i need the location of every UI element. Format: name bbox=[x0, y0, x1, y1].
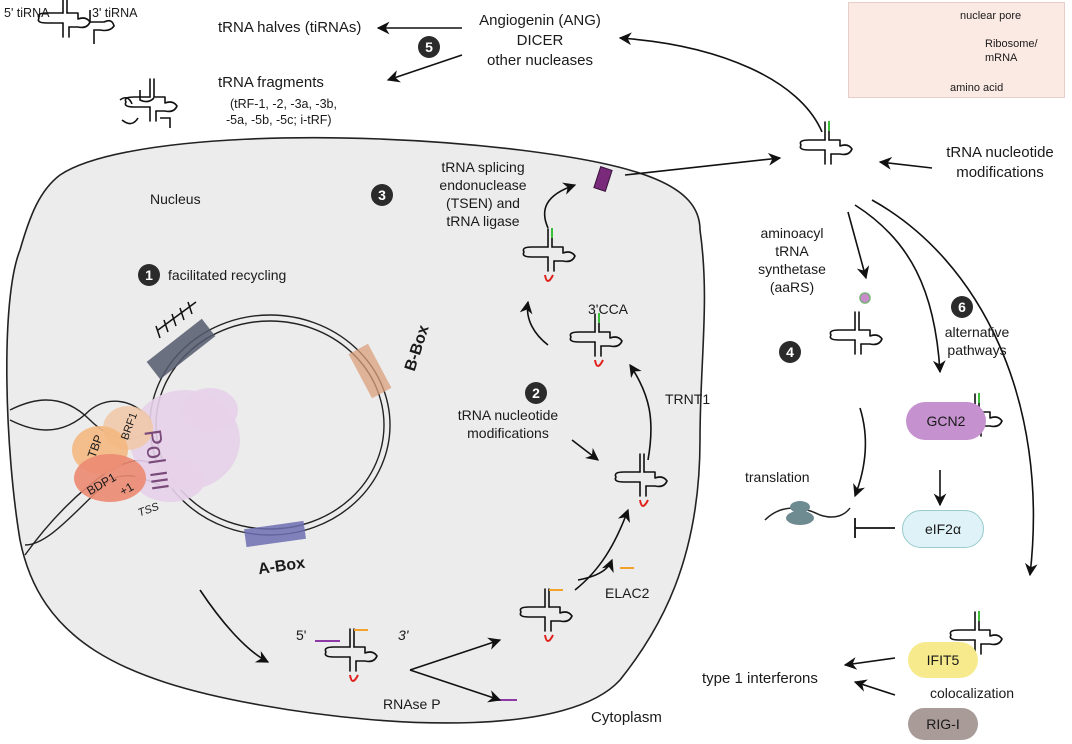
label-nucleus: Nucleus bbox=[150, 191, 201, 207]
label-aars-1: aminoacyl bbox=[760, 225, 824, 241]
label-5-prime: 5' bbox=[296, 627, 307, 643]
nuclear-pore bbox=[593, 166, 613, 192]
label-cytoplasm: Cytoplasm bbox=[591, 709, 662, 726]
label-splicing-4: tRNA ligase bbox=[446, 213, 520, 229]
label-trna-halves: tRNA halves (tiRNAs) bbox=[218, 19, 362, 36]
label-aars-4: (aaRS) bbox=[769, 279, 815, 295]
label-dicer: DICER bbox=[516, 32, 564, 49]
ifit5-label: IFIT5 bbox=[926, 652, 960, 668]
bdp1-blob bbox=[74, 454, 146, 502]
label-3-tirna: 3' tiRNA bbox=[92, 6, 138, 20]
label-aars-2: tRNA bbox=[775, 243, 809, 259]
step-badge-4: 4 bbox=[779, 341, 801, 363]
inhibition-line bbox=[854, 518, 895, 538]
b-box-region bbox=[348, 343, 392, 399]
trna-annotations bbox=[315, 121, 980, 701]
label-nuc-modifications-2: modifications bbox=[467, 425, 549, 441]
nucleus-membrane bbox=[6, 136, 706, 724]
rig1-node: RIG-I bbox=[908, 708, 978, 740]
label-alternative-2: pathways bbox=[947, 342, 1007, 358]
step-badge-3: 3 bbox=[371, 184, 393, 206]
label-3-cca: 3'CCA bbox=[588, 301, 629, 317]
label-trnt1: TRNT1 bbox=[665, 391, 711, 407]
label-elac2: ELAC2 bbox=[605, 585, 650, 601]
label-splicing-2: endonuclease bbox=[439, 177, 527, 193]
label-other-nucleases: other nucleases bbox=[487, 52, 593, 69]
label-rnase-p: RNAse P bbox=[383, 696, 441, 712]
legend-ribosome-label-2: mRNA bbox=[985, 52, 1018, 64]
step-badge-6: 6 bbox=[951, 296, 973, 318]
label-cyto-modifications-2: modifications bbox=[956, 164, 1044, 181]
label-3-prime: 3' bbox=[398, 627, 409, 643]
label-facilitated-recycling: facilitated recycling bbox=[168, 267, 287, 283]
label-splicing-3: (TSEN) and bbox=[446, 195, 520, 211]
tttt-region bbox=[146, 318, 216, 380]
eif2a-node: eIF2α bbox=[902, 510, 984, 548]
label-angiogenin: Angiogenin (ANG) bbox=[479, 12, 601, 29]
translating-ribosome bbox=[790, 501, 810, 513]
trna-3-half bbox=[89, 10, 115, 44]
label-type-1-interferons: type 1 interferons bbox=[702, 670, 818, 687]
step-badge-1: 1 bbox=[138, 264, 160, 286]
label-splicing-1: tRNA splicing bbox=[441, 159, 525, 175]
label-colocalization: colocalization bbox=[930, 685, 1015, 701]
a-box-region bbox=[244, 520, 306, 548]
gcn2-node: GCN2 bbox=[906, 402, 986, 440]
gcn2-label: GCN2 bbox=[926, 413, 966, 429]
poly-t-marks bbox=[155, 301, 197, 339]
step-badge-5: 5 bbox=[418, 36, 440, 58]
label-trna-fragments: tRNA fragments bbox=[218, 74, 324, 91]
label-fragment-types-2: -5a, -5b, -5c; i-tRF) bbox=[226, 113, 332, 127]
rig1-label: RIG-I bbox=[926, 716, 960, 732]
legend-panel bbox=[848, 2, 1065, 98]
charged-amino-acid bbox=[859, 292, 871, 304]
label-translation: translation bbox=[745, 469, 810, 485]
legend-amino-acid-label: amino acid bbox=[950, 82, 1004, 94]
label-aars-3: synthetase bbox=[758, 261, 826, 277]
label-nuc-modifications-1: tRNA nucleotide bbox=[457, 407, 559, 423]
label-fragment-types-1: (tRF-1, -2, -3a, -3b, bbox=[230, 97, 337, 111]
label-alternative-1: alternative bbox=[944, 324, 1010, 340]
step-badge-2: 2 bbox=[525, 382, 547, 404]
eif2a-label: eIF2α bbox=[924, 521, 962, 537]
ifit5-node: IFIT5 bbox=[908, 642, 978, 678]
label-cyto-modifications-1: tRNA nucleotide bbox=[946, 144, 1054, 161]
flow-arrows bbox=[199, 21, 1038, 703]
legend-ribosome-label-1: Ribosome/ bbox=[985, 38, 1038, 50]
legend-nuclear-pore-label: nuclear pore bbox=[960, 10, 1022, 22]
cyto-trna-mature bbox=[799, 121, 853, 165]
label-5-tirna: 5' tiRNA bbox=[4, 6, 50, 20]
trna-charged bbox=[829, 311, 883, 355]
